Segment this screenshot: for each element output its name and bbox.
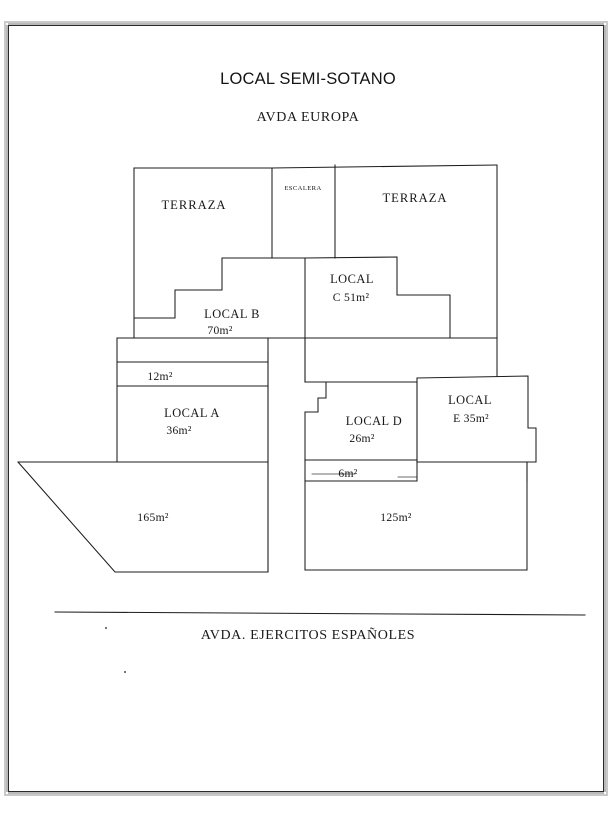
room-label-local-c: LOCAL xyxy=(330,272,374,286)
area-label-local-d: 26m² xyxy=(349,432,375,445)
room-label-local-d: LOCAL D xyxy=(346,414,402,428)
room-label-local-e: LOCAL xyxy=(448,393,492,407)
scan-speckle xyxy=(123,670,127,674)
escalera-outline xyxy=(271,164,336,259)
area-label-local-e: E 35m² xyxy=(453,412,489,425)
room-label-terraza-right: TERRAZA xyxy=(382,191,447,205)
room-label-escalera: ESCALERA xyxy=(284,185,321,192)
central-corridor xyxy=(267,337,306,573)
patio-165-outline xyxy=(17,461,269,573)
scan-speckle xyxy=(104,626,108,630)
room-label-local-a: LOCAL A xyxy=(164,406,220,420)
room-label-terraza-left: TERRAZA xyxy=(161,198,226,212)
area-label-local-a: 36m² xyxy=(166,424,192,437)
area-label-patio-125: 125m² xyxy=(380,511,412,524)
terraza-left-outline xyxy=(133,167,273,319)
area-label-local-b: 70m² xyxy=(207,324,233,337)
room-label-local-b: LOCAL B xyxy=(204,307,260,321)
street-rule-bottom xyxy=(54,611,586,616)
strip-12-outline xyxy=(116,337,269,463)
patio-125-outline xyxy=(304,461,537,571)
page-title: LOCAL SEMI-SOTANO xyxy=(220,70,396,88)
local-d-outline xyxy=(304,381,418,461)
street-label-top: AVDA EUROPA xyxy=(256,110,360,125)
strip-6-outline xyxy=(304,459,418,482)
area-label-strip-6: 6m² xyxy=(338,467,357,480)
street-label-bottom: AVDA. EJERCITOS ESPAÑOLES xyxy=(200,628,416,643)
area-label-strip-12: 12m² xyxy=(147,370,173,383)
area-label-patio-165: 165m² xyxy=(137,511,169,524)
area-label-local-c: C 51m² xyxy=(333,291,370,304)
